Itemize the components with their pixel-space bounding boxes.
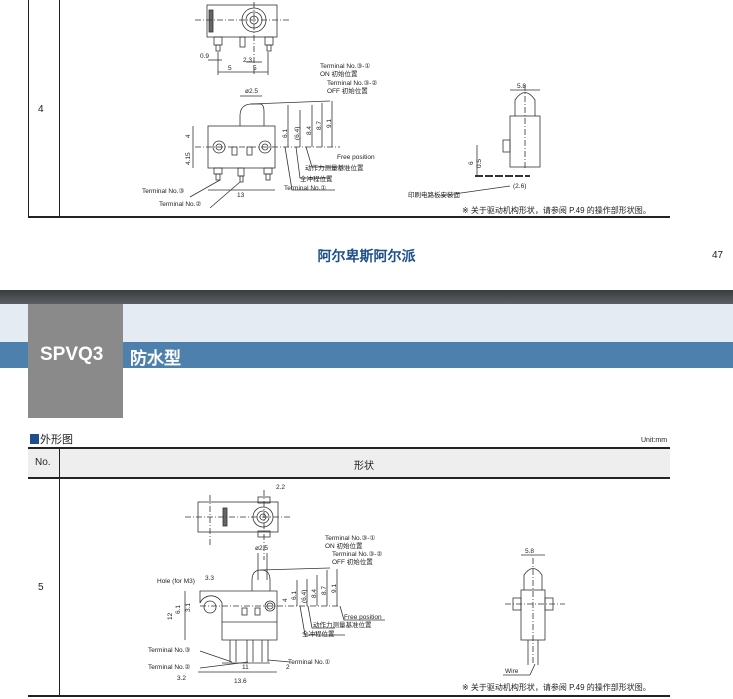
page-number: 47 [712,250,724,261]
dimension-label: 5 [228,65,232,72]
dimension-label: Free position [344,614,382,621]
unit-label: Unit:mm [641,437,668,444]
dimension-label: 6.1 [175,605,182,614]
section-marker-icon [30,434,39,444]
model-type: 防水型 [130,349,181,368]
dimension-label: Terminal No.① [288,658,330,666]
dimension-label: 3.3 [205,575,214,582]
table-bottom-border [28,695,670,697]
dimension-label: 4.15 [185,152,192,165]
dimension-label: ON 初始位置 [320,69,358,78]
model-box [28,304,123,418]
dimension-label: Terminal No.③ [142,187,184,195]
dimension-label: Wire [505,668,519,675]
dimension-label: (6.4) [294,127,301,140]
dimension-label: ø2.5 [255,545,268,552]
dimension-label: 2.2 [276,484,285,491]
column-header-shape: 形状 [354,461,374,472]
dimension-label: OFF 初始位置 [327,86,368,95]
dimension-label: Terminal No.③-② [327,79,377,87]
row-number: 4 [38,104,44,115]
column-header-no: No. [35,457,51,468]
dimension-label: 9.1 [326,119,333,128]
dimension-label: 2.3 [243,57,252,64]
dimension-label: 4 [282,598,289,602]
dimension-label: 印刷电路板安装面 [408,190,461,199]
section-title: 外形图 [30,431,73,447]
dimension-label: 6.1 [291,591,298,600]
dimension-label: 全冲程位置 [300,174,333,183]
table-header [28,449,670,477]
footer-brand: 阿尔卑斯阿尔派 [317,248,416,264]
dimension-label: 13 [237,192,245,199]
dimension-label: 3.2 [177,675,186,682]
dimension-label: 6 [468,161,475,165]
dimension-label: Terminal No.③-② [332,550,382,558]
table-column-divider [59,0,60,218]
dimension-label: Terminal No.③ [148,646,190,654]
drawing-row-4: 0.9 2.3 5 5 ø2.5 4 4.15 13 6.1 (6.4) 8.4… [142,2,541,209]
dimension-label: 6.1 [282,129,289,138]
dimension-label: 动作力测量基准位置 [305,163,364,172]
dimension-label: 13.6 [234,678,247,685]
dimension-label: 11 [242,664,249,671]
table-border-left [28,0,29,218]
dimension-label: Hole (for M3) [157,578,195,585]
dimension-label: Terminal No.① [284,184,326,192]
model-name: SPVQ3 [40,344,104,365]
dimension-label: 5.8 [517,83,526,90]
dimension-label: (6.4) [301,590,308,603]
dimension-label: 8.4 [306,126,313,135]
note-row-4: ※ 关于驱动机构形状，请参阅 P.49 的操作部形状图。 [462,206,651,215]
dimension-label: 0.5 [476,159,483,168]
table-header-border [28,477,670,479]
dimension-label: Terminal No.② [148,663,190,671]
header-dark-band [0,290,733,304]
dimension-label: 全冲程位置 [302,629,335,638]
dimension-label: (2.6) [513,183,526,190]
dimension-label: 5.8 [525,548,534,555]
dimension-label: 4 [185,134,192,138]
dimension-label: 8.4 [311,589,318,598]
dimension-label: 0.9 [200,53,209,60]
dimension-label: ø2.5 [245,88,258,95]
dimension-label: 2 [286,664,290,671]
dimension-label: 动作力测量基准位置 [313,620,372,629]
dimension-label: 12 [167,612,174,620]
dimension-label: 5 [253,65,257,72]
note-row-5: ※ 关于驱动机构形状，请参阅 P.49 的操作部形状图。 [462,683,651,692]
dimension-label: 3.1 [185,603,192,612]
dimension-label: 8.7 [316,121,323,130]
dimension-label: 8.7 [321,586,328,595]
table-column-divider [59,449,60,695]
dimension-label: 9.1 [331,584,338,593]
dimension-label: OFF 初始位置 [332,557,373,566]
dimension-label: Terminal No.③-① [320,62,370,70]
row-number: 5 [38,582,44,593]
dimension-label: Terminal No.③-① [325,534,375,542]
table-top-border [28,447,670,449]
dimension-label: Free position [337,154,375,161]
drawing-row-5: 2.2 ø2.5 3.3 6.1 3.1 12 4 6.1 (6.4) 8.4 … [148,484,565,685]
section-title-text: 外形图 [40,434,73,446]
dimension-label: Terminal No.② [159,200,201,208]
table-bottom-border [28,216,670,218]
dimension-label: ON 初始位置 [325,541,363,550]
